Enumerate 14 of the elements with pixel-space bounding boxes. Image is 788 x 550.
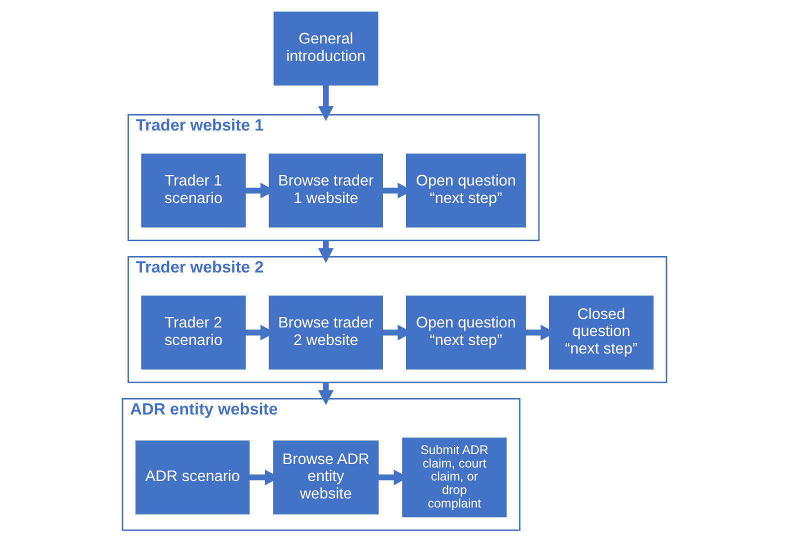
- node-box: ADR scenario: [134, 440, 250, 514]
- node-box: Open question “next step”: [406, 154, 526, 228]
- node-box: Trader 1 scenario: [140, 154, 246, 228]
- arrow: [318, 382, 334, 405]
- node-box: Browse ADR entity website: [272, 440, 378, 514]
- node-box: Browse trader 1 website: [268, 154, 382, 228]
- node-box: General introduction: [273, 12, 378, 86]
- arrow: [318, 85, 334, 121]
- node-box: Submit ADR claim, court claim, or drop complaint: [402, 438, 506, 518]
- node-box: Open question “next step”: [406, 296, 526, 370]
- arrow: [318, 240, 334, 263]
- node-box: Browse trader 2 website: [268, 296, 382, 370]
- node-box: Trader 2 scenario: [140, 296, 246, 370]
- node-box: Closed question “next step”: [548, 296, 654, 370]
